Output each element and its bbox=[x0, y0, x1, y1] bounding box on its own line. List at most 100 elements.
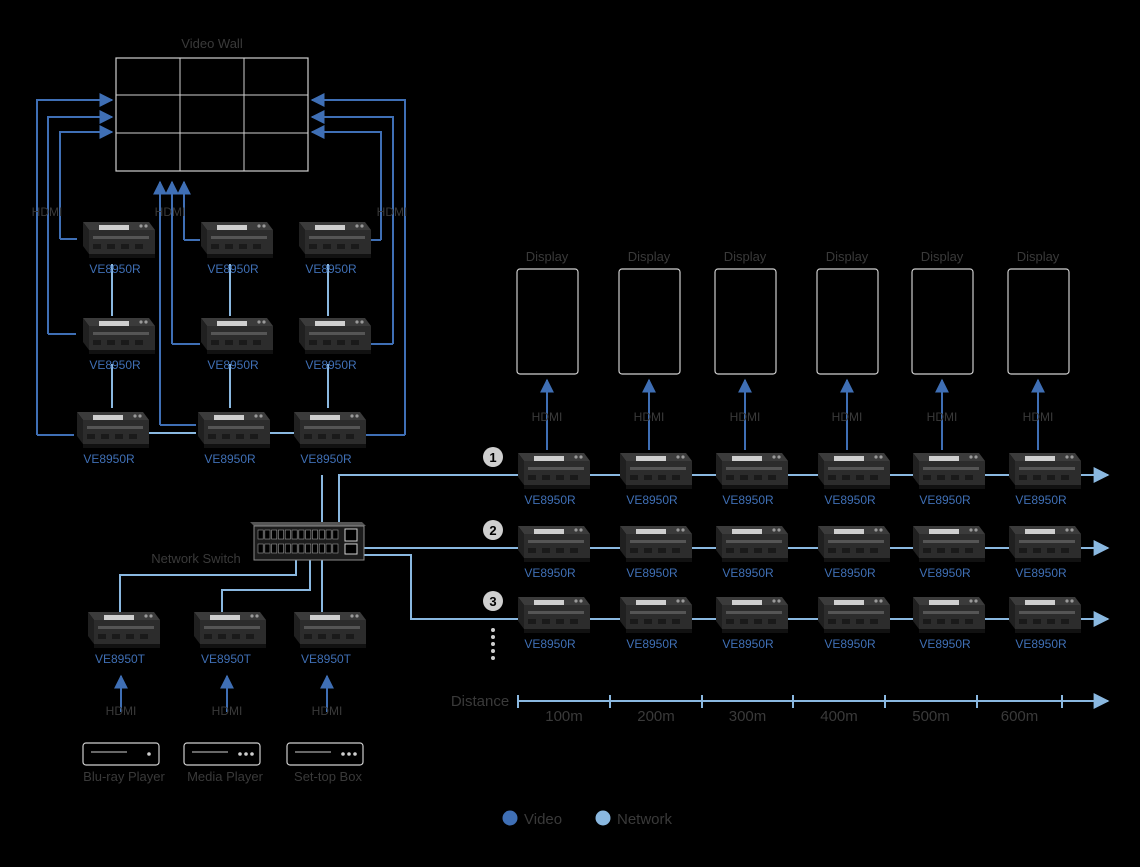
display-1-hdmi-label: HDMI bbox=[532, 410, 563, 424]
switch-port bbox=[332, 529, 339, 540]
wall-receiver-9-label: VE8950R bbox=[300, 452, 352, 466]
legend-video-label: Video bbox=[524, 811, 562, 828]
transmitter-1 bbox=[88, 612, 160, 648]
chain-2-receiver-2 bbox=[620, 526, 692, 562]
chain-1-receiver-1-label: VE8950R bbox=[524, 493, 576, 507]
chain-3-receiver-1 bbox=[518, 597, 590, 633]
chain-2-receiver-1 bbox=[518, 526, 590, 562]
legend-network-swatch bbox=[595, 810, 611, 826]
blu-ray-player-icon-led bbox=[147, 752, 151, 756]
source-3-hdmi-label: HDMI bbox=[312, 704, 343, 718]
chain-2-receiver-4 bbox=[818, 526, 890, 562]
chain-1-receiver-6-label: VE8950R bbox=[1015, 493, 1067, 507]
media-player-icon-button-0 bbox=[238, 752, 242, 756]
chain-3-receiver-4 bbox=[818, 597, 890, 633]
switch-port bbox=[312, 543, 318, 554]
source-2-label: Media Player bbox=[187, 769, 264, 784]
wall-receiver-6-label: VE8950R bbox=[305, 358, 357, 372]
chain-3-receiver-1-label: VE8950R bbox=[524, 637, 576, 651]
transmitter-2-label: VE8950T bbox=[201, 652, 252, 666]
wall-receiver-3 bbox=[299, 222, 371, 258]
wall-link-left-1 bbox=[36, 93, 114, 435]
source-2-hdmi-label: HDMI bbox=[212, 704, 243, 718]
chain-3-receiver-2 bbox=[620, 597, 692, 633]
chain-1-receiver-5-label: VE8950R bbox=[919, 493, 971, 507]
transmitter-1-label: VE8950T bbox=[95, 652, 146, 666]
wall-receiver-2-label: VE8950R bbox=[207, 262, 259, 276]
display-2 bbox=[618, 268, 681, 375]
transmitter-3-label: VE8950T bbox=[301, 652, 352, 666]
display-5-label: Display bbox=[921, 249, 964, 264]
chain-3-badge bbox=[483, 591, 503, 611]
tx-2-net bbox=[221, 560, 311, 612]
display-1-label: Display bbox=[526, 249, 569, 264]
source-1-label: Blu-ray Player bbox=[83, 769, 165, 784]
display-6-label: Display bbox=[1017, 249, 1060, 264]
media-player-icon-button-2 bbox=[250, 752, 254, 756]
display-2-hdmi-label: HDMI bbox=[634, 410, 665, 424]
display-3-label: Display bbox=[724, 249, 767, 264]
wall-link-left-3 bbox=[59, 125, 114, 239]
wall-receiver-4-label: VE8950R bbox=[89, 358, 141, 372]
switch-uplink bbox=[344, 528, 358, 542]
switch-port bbox=[271, 529, 278, 540]
switch-port bbox=[264, 529, 271, 540]
network-switch bbox=[250, 522, 366, 561]
set-top-box-icon-body bbox=[286, 742, 364, 766]
chain-1-receiver-3 bbox=[716, 453, 788, 489]
chain-3-receiver-5-label: VE8950R bbox=[919, 637, 971, 651]
hdmi-label-left: HDMI bbox=[32, 205, 63, 219]
chain-1-receiver-2-label: VE8950R bbox=[626, 493, 678, 507]
wall-link-left-2 bbox=[47, 110, 114, 334]
display-5-hdmi-label: HDMI bbox=[927, 410, 958, 424]
display-3 bbox=[714, 268, 777, 375]
chain-continuation-dot bbox=[491, 649, 495, 653]
wall-receiver-1-label: VE8950R bbox=[89, 262, 141, 276]
chain-2-receiver-6 bbox=[1009, 526, 1081, 562]
chain-1-badge-number: 1 bbox=[489, 450, 496, 465]
chain-2-receiver-3-label: VE8950R bbox=[722, 566, 774, 580]
wall-receiver-5 bbox=[201, 318, 273, 354]
switch-port bbox=[264, 543, 271, 554]
blu-ray-player-icon-body bbox=[82, 742, 160, 766]
chain-3-receiver-5 bbox=[913, 597, 985, 633]
switch-port bbox=[284, 543, 291, 554]
wall-receiver-5-label: VE8950R bbox=[207, 358, 259, 372]
display-5 bbox=[911, 268, 974, 375]
switch-uplink-2 bbox=[344, 543, 358, 555]
switch-port bbox=[305, 543, 312, 554]
chain-3-receiver-6 bbox=[1009, 597, 1081, 633]
switch-port bbox=[291, 529, 298, 540]
wall-receiver-8-label: VE8950R bbox=[204, 452, 256, 466]
chain-2-receiver-2-label: VE8950R bbox=[626, 566, 678, 580]
chain-1-receiver-1 bbox=[518, 453, 590, 489]
chain-continuation-dot bbox=[491, 635, 495, 639]
distance-label: Distance bbox=[451, 693, 509, 710]
video-wall bbox=[115, 57, 309, 172]
switch-port bbox=[332, 543, 339, 554]
chain-2-receiver-4-label: VE8950R bbox=[824, 566, 876, 580]
switch-port bbox=[298, 543, 305, 554]
set-top-box-icon bbox=[286, 742, 364, 766]
display-4-label: Display bbox=[826, 249, 869, 264]
source-3-label: Set-top Box bbox=[294, 769, 362, 784]
distance-tick-label-2: 300m bbox=[729, 708, 767, 725]
display-6-hdmi-label: HDMI bbox=[1023, 410, 1054, 424]
blu-ray-player-icon bbox=[82, 742, 160, 766]
switch-port bbox=[325, 543, 332, 554]
chain-3-receiver-2-label: VE8950R bbox=[626, 637, 678, 651]
chain-2-badge bbox=[483, 520, 503, 540]
legend-network-label: Network bbox=[617, 811, 673, 828]
wall-receiver-9 bbox=[294, 412, 366, 448]
distance-tick-label-4: 500m bbox=[912, 708, 950, 725]
media-player-icon bbox=[183, 742, 261, 766]
distance-tick-label-5: 600m bbox=[1001, 708, 1039, 725]
source-1-hdmi-label: HDMI bbox=[106, 704, 137, 718]
network-switch-label: Network Switch bbox=[151, 551, 241, 566]
wall-link-right-2 bbox=[310, 110, 394, 344]
video-wall-frame bbox=[115, 57, 309, 172]
wall-link-right-1 bbox=[310, 93, 406, 435]
chain-1-receiver-3-label: VE8950R bbox=[722, 493, 774, 507]
